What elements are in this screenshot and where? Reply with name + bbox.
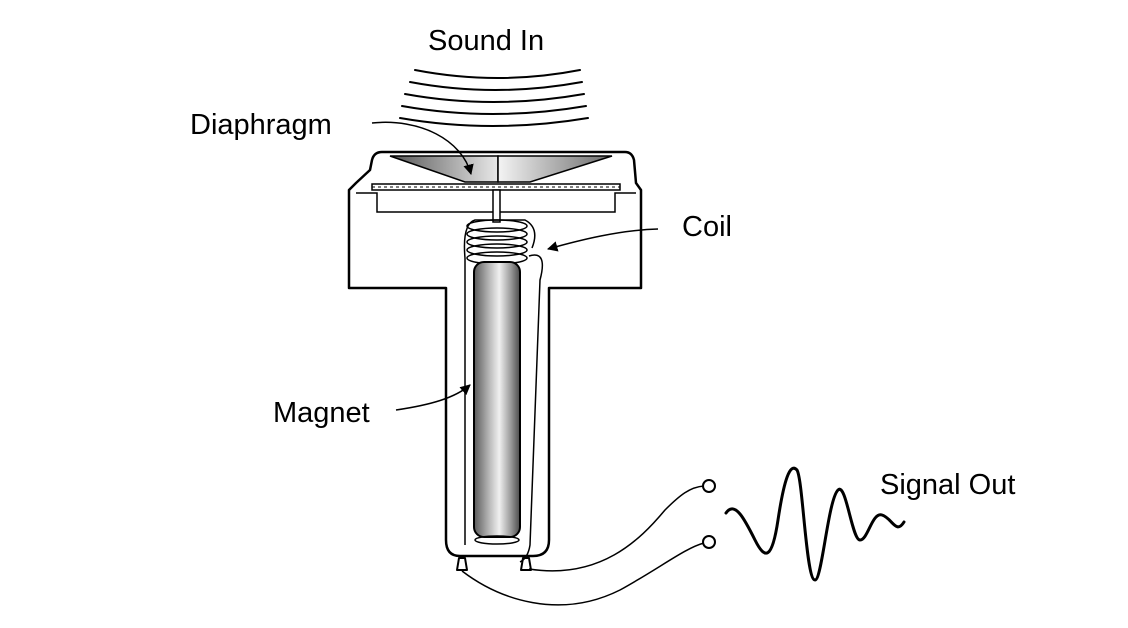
- sound-waves: [399, 69, 589, 127]
- terminals: [456, 557, 532, 571]
- magnet-base: [474, 535, 520, 545]
- diaphragm-leader-arrow: [371, 121, 474, 176]
- label-diaphragm: Diaphragm: [190, 109, 332, 141]
- output-terminal-lower: [702, 535, 716, 549]
- microphone-housing: [347, 150, 643, 558]
- output-terminal-upper: [702, 479, 716, 493]
- label-magnet: Magnet: [273, 397, 370, 429]
- coil-leader-arrow: [546, 228, 659, 252]
- output-wire-lower: [461, 542, 705, 606]
- magnet-leader-arrow: [395, 384, 471, 411]
- label-signal-out: Signal Out: [880, 469, 1015, 501]
- output-wire-upper: [528, 485, 705, 572]
- diaphragm: [371, 155, 621, 191]
- label-sound-in: Sound In: [428, 25, 544, 57]
- label-coil: Coil: [682, 211, 732, 243]
- coil-lead: [519, 254, 544, 563]
- coil-rod: [492, 189, 501, 223]
- magnet: [473, 261, 521, 538]
- signal-waveform: [724, 466, 906, 582]
- coil: [466, 219, 528, 265]
